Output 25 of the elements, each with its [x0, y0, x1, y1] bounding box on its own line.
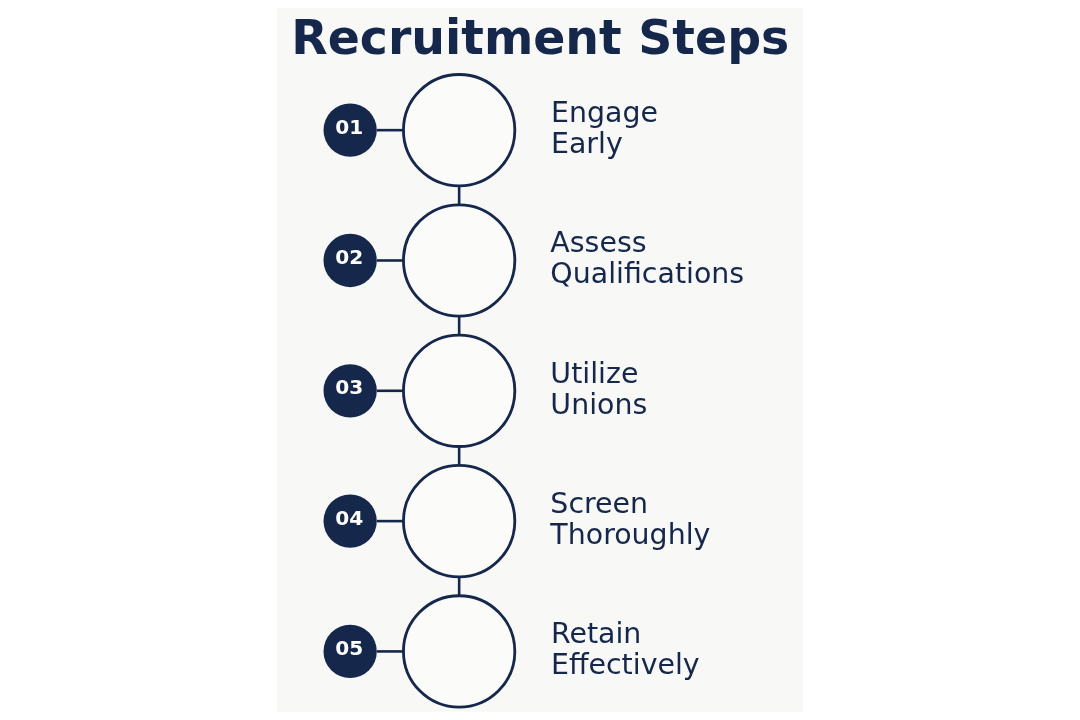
node-label: Engage Early — [550, 96, 658, 160]
connector — [457, 186, 461, 205]
connector — [377, 519, 404, 523]
node-label: Assess Qualifications — [550, 226, 745, 291]
connector — [457, 576, 461, 596]
node-circle — [402, 73, 517, 188]
connector — [457, 316, 461, 335]
connector — [377, 259, 404, 262]
node-circle: 01 — [323, 103, 377, 157]
node-circle — [402, 333, 517, 448]
connector — [377, 389, 404, 393]
connector — [457, 446, 461, 466]
node-label: Retain Effectively — [550, 617, 700, 682]
diagram-title: Recruitment Steps — [291, 10, 790, 66]
node-label: Utilize Unions — [550, 356, 648, 421]
node-circle — [402, 594, 517, 709]
connector — [377, 650, 404, 653]
node-label: Screen Thoroughly — [550, 487, 711, 551]
connector — [377, 128, 404, 132]
node-circle: 04 — [323, 494, 377, 548]
node-circle — [402, 464, 517, 579]
node-circle: 05 — [323, 624, 377, 679]
node-circle: 03 — [323, 364, 377, 418]
node-circle — [402, 203, 517, 318]
node-circle: 02 — [323, 233, 377, 288]
